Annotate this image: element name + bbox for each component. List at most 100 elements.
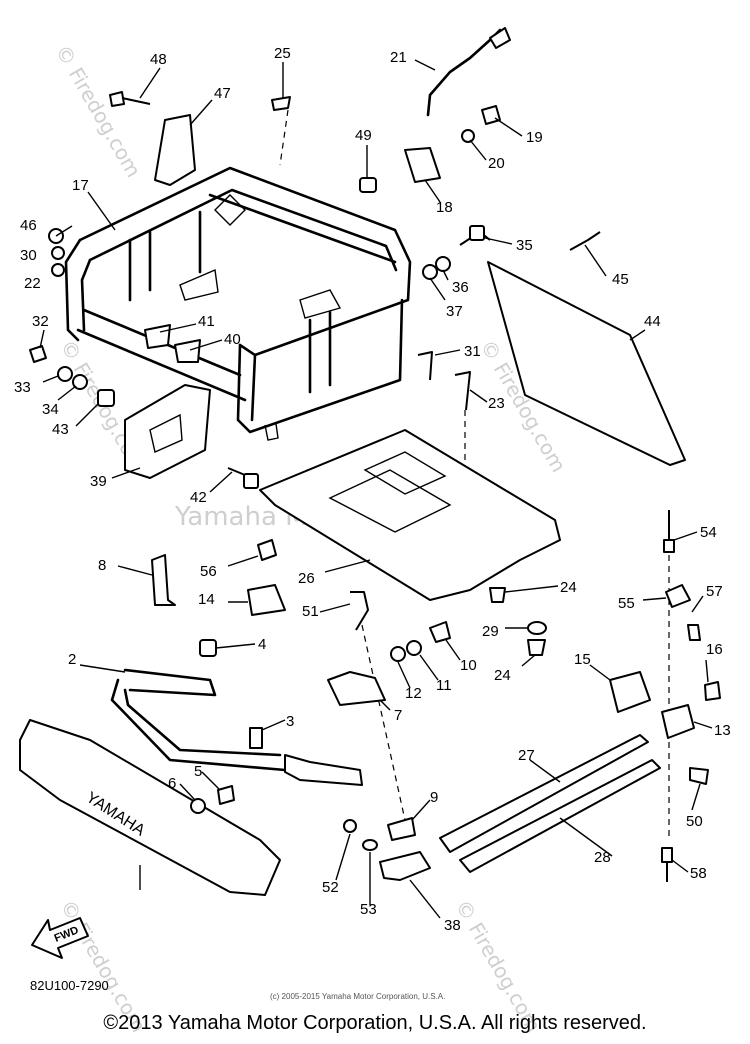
part-label: 46	[20, 217, 37, 234]
part-label: 10	[460, 657, 477, 674]
part-label: 39	[90, 473, 107, 490]
washer-34	[72, 374, 88, 390]
screw-57	[687, 624, 701, 641]
part-label: 11	[436, 677, 452, 694]
part-label: 35	[516, 237, 533, 254]
bolt-5	[217, 785, 235, 805]
nut-43	[97, 389, 115, 407]
grommet-24	[489, 587, 506, 603]
part-label: 12	[405, 685, 422, 702]
part-label: 48	[150, 51, 167, 68]
part-label: 45	[612, 271, 629, 288]
part-label: 36	[452, 279, 469, 296]
part-label: 50	[686, 813, 703, 830]
cap-38	[379, 851, 431, 881]
washer-6	[190, 798, 206, 814]
part-label: 5	[194, 763, 202, 780]
part-label: 16	[706, 641, 723, 658]
part-label: 13	[714, 722, 731, 739]
part-label: 29	[482, 623, 499, 640]
washer-20	[461, 129, 475, 143]
part-label: 38	[444, 917, 461, 934]
part-label: 27	[518, 747, 535, 764]
washer-11	[406, 640, 422, 656]
bolt-10	[429, 621, 451, 643]
clip-55	[665, 584, 691, 608]
holder-15	[609, 671, 651, 713]
part-label: 47	[214, 85, 231, 102]
washer-37	[422, 264, 438, 280]
rivet-58	[661, 847, 673, 882]
bolt-50	[689, 767, 709, 785]
part-label: 30	[20, 247, 37, 264]
washer-12	[390, 646, 406, 662]
front-bumper	[19, 719, 281, 896]
part-label: 42	[190, 489, 207, 506]
bracket-40	[174, 339, 201, 363]
strip-27	[439, 734, 649, 853]
part-label: 24	[560, 579, 577, 596]
bracket-39	[124, 384, 211, 479]
part-label: 2	[68, 651, 76, 668]
part-label: 53	[360, 901, 377, 918]
holder-13	[661, 704, 695, 739]
bolt-48	[109, 91, 151, 107]
part-label: 28	[594, 849, 611, 866]
part-label: 58	[690, 865, 707, 882]
washer-36	[435, 256, 451, 272]
part-label: 21	[390, 49, 407, 66]
part-label: 14	[198, 591, 215, 608]
part-label: 43	[52, 421, 69, 438]
part-label: 7	[394, 707, 402, 724]
part-label: 20	[488, 155, 505, 172]
part-label: 19	[526, 129, 543, 146]
part-label: 40	[224, 331, 241, 348]
panel-44	[487, 261, 686, 466]
strip-28	[459, 759, 661, 873]
nut-49	[359, 177, 377, 193]
plate-26	[259, 429, 561, 601]
bolt-23	[454, 371, 471, 411]
part-number-labels: 48 47 25 21 19 49 20 17 18 46 35 30 22 3…	[14, 45, 731, 934]
part-label: 55	[618, 595, 635, 612]
small-copyright: (c) 2005-2015 Yamaha Motor Corporation, …	[270, 992, 446, 1001]
block-14	[247, 584, 286, 616]
part-label: 18	[436, 199, 453, 216]
leader-lines	[39, 59, 713, 919]
rivet-54	[663, 510, 675, 553]
drawing-code: 82U100-7290	[30, 978, 109, 993]
cargo-rack-frame	[64, 166, 412, 441]
part-label: 9	[430, 789, 438, 806]
part-label: 34	[42, 401, 59, 418]
washer-53	[362, 839, 378, 851]
bolt-32	[29, 345, 47, 363]
washer-22	[51, 263, 65, 277]
bracket-47	[154, 114, 196, 186]
part-label: 17	[72, 177, 89, 194]
bracket-18	[404, 147, 441, 183]
part-label: 26	[298, 570, 315, 587]
bracket-41	[144, 324, 171, 349]
part-label: 4	[258, 636, 266, 653]
clip-25	[271, 96, 291, 111]
part-label: 37	[446, 303, 463, 320]
part-label: 6	[168, 775, 176, 792]
bolt-31	[417, 351, 433, 381]
part-label: 24	[494, 667, 511, 684]
part-label: 57	[706, 583, 723, 600]
part-label: 15	[574, 651, 591, 668]
part-label: 23	[488, 395, 505, 412]
part-label: 31	[464, 343, 481, 360]
clip-9	[387, 817, 416, 841]
washer-30	[51, 246, 65, 260]
wire-21	[426, 28, 502, 117]
part-label: 25	[274, 45, 291, 62]
copyright-footer: ©2013 Yamaha Motor Corporation, U.S.A. A…	[103, 1012, 647, 1034]
bracket-7	[327, 671, 386, 706]
bolt-3	[249, 727, 263, 749]
bar-2	[123, 668, 217, 697]
part-label: 51	[302, 603, 319, 620]
grommet-24	[527, 639, 546, 656]
bolt-19	[481, 105, 501, 125]
cap-56	[257, 539, 277, 561]
